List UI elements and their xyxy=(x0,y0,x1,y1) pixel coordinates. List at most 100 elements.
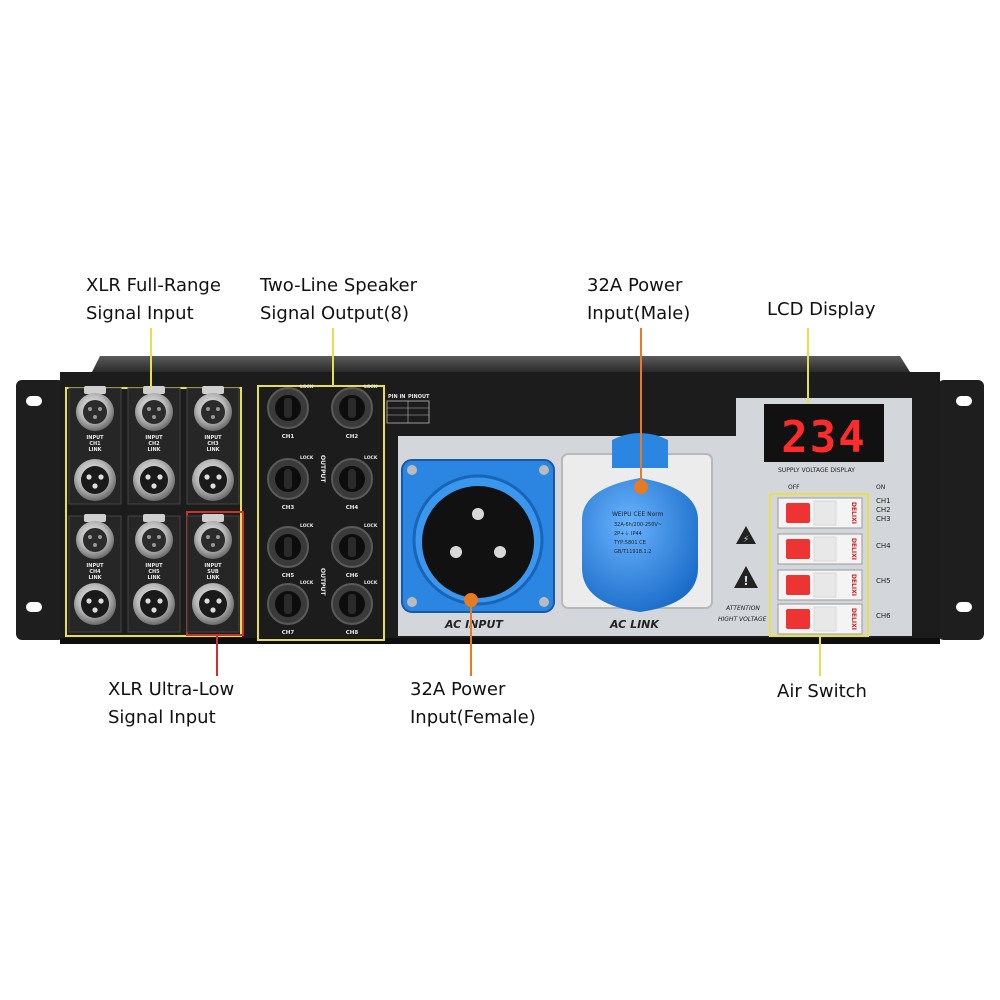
air-switch-breaker: DELIXI xyxy=(777,569,863,601)
speakon-label: CH1 xyxy=(282,434,295,440)
chassis-bottom xyxy=(60,638,940,644)
svg-text:PIN IN: PIN IN xyxy=(388,394,406,400)
callout-xlr-ultra-low: XLR Ultra-Low Signal Input xyxy=(108,676,234,732)
svg-text:CH5: CH5 xyxy=(876,577,891,585)
callout-two-line-speaker: Two-Line Speaker Signal Output(8) xyxy=(260,272,417,328)
callout-line: Air Switch xyxy=(777,681,867,702)
switch-off-label: OFF xyxy=(788,484,800,491)
speakon-output: LOCK CH1 xyxy=(267,384,314,440)
xlr-label: CH2 xyxy=(148,441,160,447)
speakon-label: CH3 xyxy=(282,505,295,511)
speakon-lock-label: LOCK xyxy=(364,523,378,529)
callout-line: 32A Power xyxy=(410,679,506,700)
air-switch-breaker: DELIXI xyxy=(777,497,863,529)
xlr-male-jack xyxy=(133,459,175,501)
xlr-male-jack xyxy=(74,459,116,501)
speakon-label: CH5 xyxy=(282,573,295,579)
attention-label: ATTENTION xyxy=(725,605,760,612)
svg-text:CH3: CH3 xyxy=(876,515,891,523)
svg-text:!: ! xyxy=(743,574,748,588)
lcd-display: 234 SUPPLY VOLTAGE DISPLAY xyxy=(764,404,884,474)
speakon-output: LOCK CH3 xyxy=(267,455,314,511)
xlr-connectors: INPUTCH1LINKINPUTCH2LINKINPUTCH3LINKINPU… xyxy=(68,386,240,633)
pin-chart: PIN IN PINOUT xyxy=(386,394,430,424)
air-switch-breaker: DELIXI xyxy=(777,603,863,635)
callout-line: XLR Full-Range xyxy=(86,275,221,296)
lcd-value: 234 xyxy=(781,412,866,463)
breaker-brand: DELIXI xyxy=(850,538,857,560)
callout-line: Signal Input xyxy=(86,303,194,324)
xlr-label: LINK xyxy=(147,575,161,581)
xlr-label: INPUT xyxy=(204,435,222,441)
svg-text:32A-6h/200-250V~: 32A-6h/200-250V~ xyxy=(614,522,662,528)
leader-dot xyxy=(634,480,648,494)
speakon-lock-label: LOCK xyxy=(300,455,314,461)
ac-input-label: AC INPUT xyxy=(444,618,504,631)
output-label-top: OUTPUT xyxy=(319,455,326,483)
xlr-label: LINK xyxy=(206,575,220,581)
callout-line: Two-Line Speaker xyxy=(260,275,418,296)
speakon-lock-label: LOCK xyxy=(300,523,314,529)
speakon-label: CH7 xyxy=(282,630,295,636)
speakon-lock-label: LOCK xyxy=(300,580,314,586)
speakon-frame xyxy=(257,385,385,641)
xlr-male-jack xyxy=(74,583,116,625)
xlr-label: INPUT xyxy=(145,435,163,441)
svg-text:CH2: CH2 xyxy=(876,506,891,514)
xlr-male-jack xyxy=(192,583,234,625)
callout-line: Input(Female) xyxy=(410,707,536,728)
callout-line: Signal Output(8) xyxy=(260,303,410,324)
channel-labels: CH1 CH2 CH3 CH4 CH5 CH6 xyxy=(876,497,891,620)
callout-line: LCD Display xyxy=(767,299,876,320)
warning-icon: ! xyxy=(734,566,758,588)
xlr-male-jack xyxy=(192,459,234,501)
callout-power-female: 32A Power Input(Female) xyxy=(410,676,536,732)
callout-line: Input(Male) xyxy=(587,303,691,324)
lcd-caption: SUPPLY VOLTAGE DISPLAY xyxy=(778,467,855,474)
xlr-label: INPUT xyxy=(204,563,222,569)
xlr-label: INPUT xyxy=(86,435,104,441)
callout-line: 32A Power xyxy=(587,275,683,296)
xlr-female-jack xyxy=(194,393,232,431)
callout-line: XLR Ultra-Low xyxy=(108,679,235,700)
ac-input-male-inlet: AC INPUT xyxy=(401,459,555,631)
svg-text:GB/T11918.1.2: GB/T11918.1.2 xyxy=(614,549,652,555)
xlr-label: LINK xyxy=(88,447,102,453)
xlr-label: LINK xyxy=(206,447,220,453)
svg-text:CH6: CH6 xyxy=(876,612,891,620)
xlr-label: LINK xyxy=(147,447,161,453)
xlr-label: CH3 xyxy=(207,441,219,447)
speakon-label: CH2 xyxy=(346,434,359,440)
xlr-label: CH5 xyxy=(148,569,160,575)
switch-on-label: ON xyxy=(876,484,885,491)
xlr-label: INPUT xyxy=(86,563,104,569)
xlr-female-jack xyxy=(135,521,173,559)
xlr-male-jack xyxy=(133,583,175,625)
speakon-label: CH4 xyxy=(346,505,359,511)
air-switch-breakers: DELIXI DELIXI DELIXI DELIXI xyxy=(777,497,863,635)
svg-text:⚡: ⚡ xyxy=(743,535,749,545)
callout-air-switch: Air Switch xyxy=(777,678,867,706)
callout-power-male: 32A Power Input(Male) xyxy=(587,272,690,328)
speakon-label: CH8 xyxy=(346,630,359,636)
ac-link-female-socket: WEIPU CEE Norm 32A-6h/200-250V~ 2P+⏚ IP4… xyxy=(561,433,713,631)
output-label-bottom: OUTPUT xyxy=(319,568,326,596)
speakon-output: LOCK CH7 xyxy=(267,580,314,636)
breaker-brand: DELIXI xyxy=(850,574,857,596)
xlr-label: CH4 xyxy=(89,569,101,575)
speakon-lock-label: LOCK xyxy=(300,384,314,390)
callout-lcd-display: LCD Display xyxy=(767,296,876,324)
chassis-top xyxy=(92,356,910,372)
warning-icon: ⚡ xyxy=(736,526,756,545)
rack-ear-right xyxy=(938,380,984,640)
speakon-label: CH6 xyxy=(346,573,359,579)
svg-text:2P+⏚ IP44: 2P+⏚ IP44 xyxy=(614,530,642,537)
svg-text:CH1: CH1 xyxy=(876,497,891,505)
